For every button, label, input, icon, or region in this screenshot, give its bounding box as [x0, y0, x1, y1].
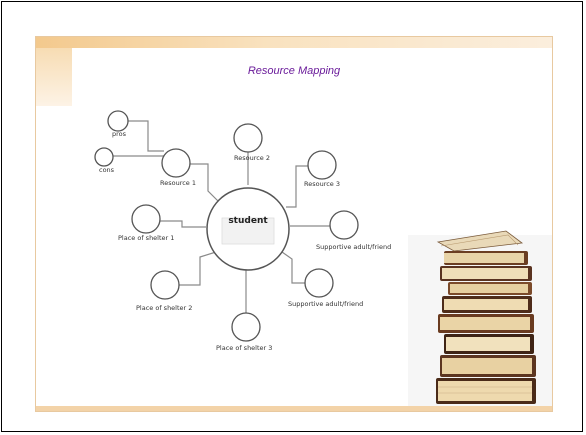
connector-shelter2 — [178, 251, 217, 286]
slide-left-band — [36, 48, 72, 106]
book-stack-icon — [408, 230, 552, 406]
connector-pros — [118, 120, 164, 152]
connector-shelter1 — [156, 220, 206, 228]
resource-map-diagram: student pros cons Resource 1 Resource 2 … — [94, 110, 552, 406]
node-shelter1 — [131, 204, 161, 234]
label-shelter2: Place of shelter 2 — [136, 304, 192, 312]
center-label-box — [221, 217, 275, 245]
label-resource2: Resource 2 — [234, 154, 270, 162]
node-shelter3 — [231, 312, 261, 342]
label-cons: cons — [99, 166, 115, 174]
connector-resource1 — [188, 163, 219, 202]
label-shelter1: Place of shelter 1 — [118, 234, 174, 242]
node-pros — [107, 110, 129, 132]
label-shelter3: Place of shelter 3 — [216, 344, 272, 352]
center-label: student — [228, 216, 268, 226]
node-supportive1 — [329, 210, 359, 240]
connector-resource3 — [286, 165, 312, 208]
label-resource1: Resource 1 — [160, 179, 196, 187]
slide-top-band — [36, 37, 552, 48]
slide-bottom-band — [36, 406, 552, 411]
slide: Resource Mapping — [36, 37, 552, 411]
node-resource1 — [161, 148, 191, 178]
label-resource3: Resource 3 — [304, 180, 340, 188]
connectors — [112, 120, 334, 314]
node-resource3 — [307, 150, 337, 180]
label-supportive1: Supportive adult/friend — [316, 243, 391, 251]
node-supportive2 — [304, 268, 334, 298]
node-shelter2 — [150, 270, 180, 300]
label-supportive2: Supportive adult/friend — [288, 300, 363, 308]
node-cons — [94, 147, 114, 167]
slide-title: Resource Mapping — [247, 65, 341, 77]
label-pros: pros — [112, 130, 127, 138]
node-resource2 — [233, 123, 263, 153]
connector-supportive2 — [281, 251, 312, 284]
